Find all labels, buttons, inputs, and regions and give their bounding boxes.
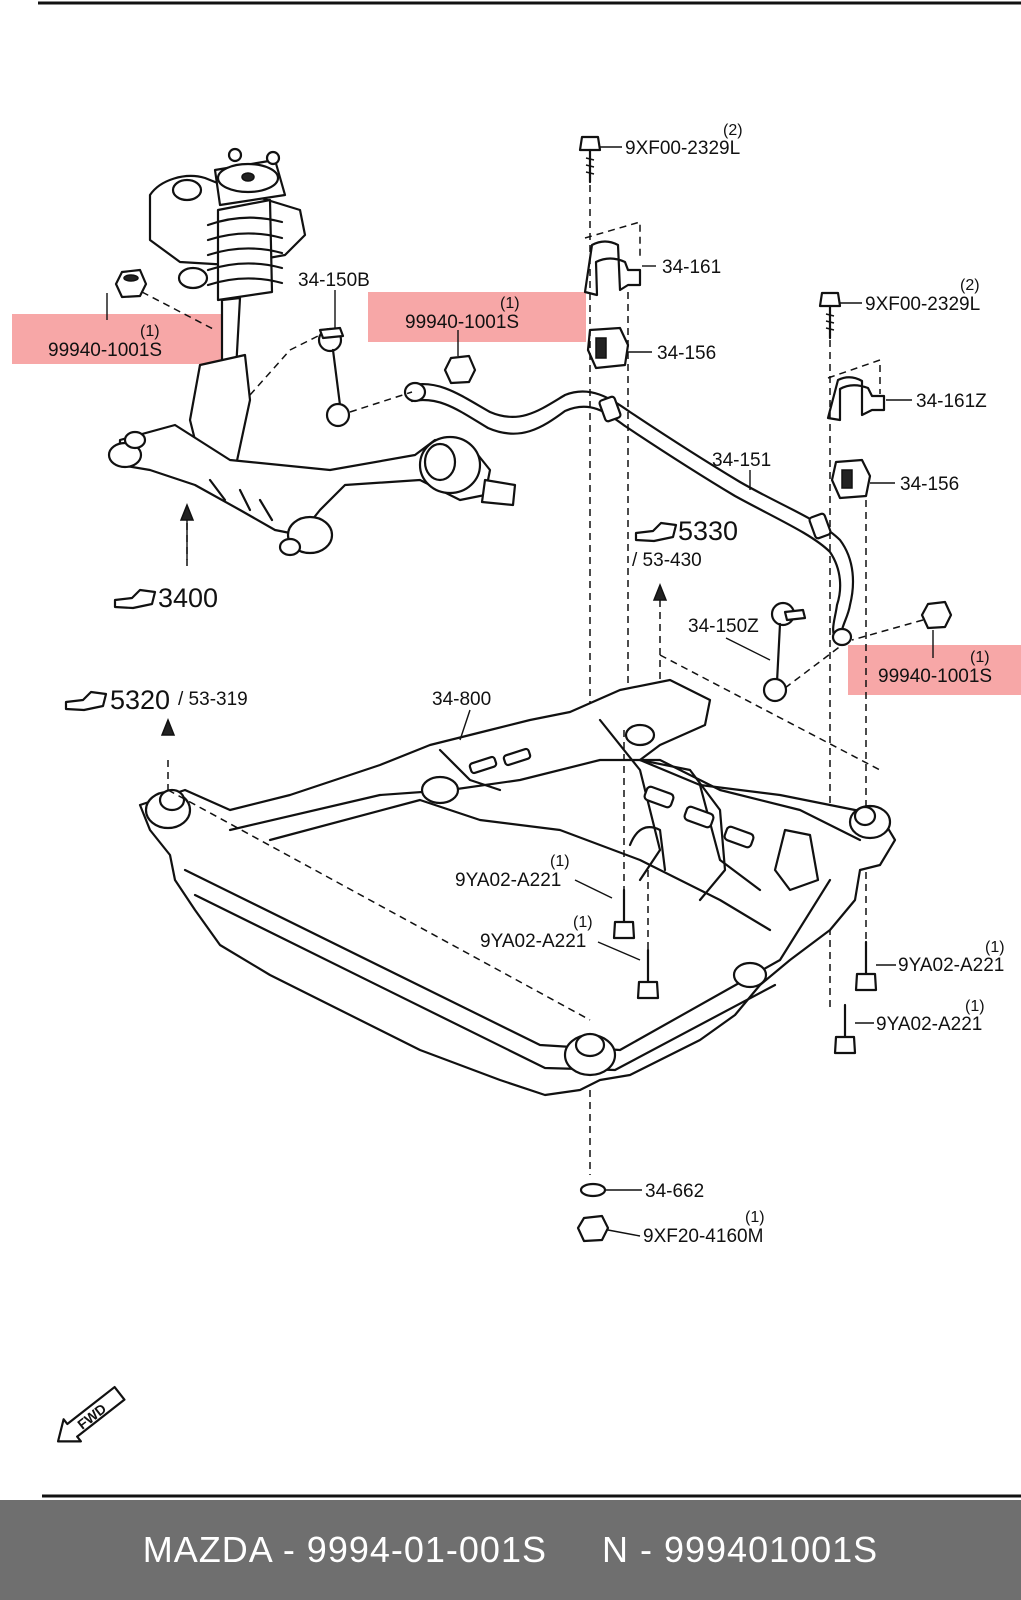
dash-front-left bbox=[167, 789, 591, 1021]
qty-bolt-a221-3: (1) bbox=[985, 939, 1005, 956]
bolt-a221-4-icon bbox=[833, 1003, 857, 1055]
nut-bottom-icon bbox=[576, 1214, 610, 1243]
bracket-right-icon bbox=[826, 376, 886, 422]
leader-bolt-a221-2 bbox=[597, 941, 641, 961]
pointing-hand-icon bbox=[64, 690, 108, 712]
arrow-5320-head bbox=[160, 717, 176, 736]
ref-5330-label: 5330 bbox=[678, 516, 738, 546]
qty-nut-center: (1) bbox=[500, 295, 520, 312]
dash-nut-right bbox=[851, 619, 924, 641]
dash-link-right bbox=[784, 644, 843, 689]
dash-link-left-c bbox=[349, 391, 413, 413]
washer-icon bbox=[579, 1182, 607, 1198]
highlight-nut-right bbox=[848, 645, 1021, 695]
nut-center-icon bbox=[443, 354, 477, 385]
label-nut-left: 99940-1001S bbox=[48, 340, 162, 361]
label-nut-right: 99940-1001S bbox=[878, 666, 992, 687]
qty-nut-right: (1) bbox=[970, 649, 990, 666]
strut-assembly bbox=[148, 147, 307, 482]
label-stabilizer: 34-151 bbox=[712, 450, 771, 471]
bolt-a221-3-icon bbox=[854, 940, 878, 992]
label-bracket-center: 34-161 bbox=[662, 257, 721, 278]
ref-3400-label: 3400 bbox=[158, 583, 218, 613]
footer-bar: MAZDA - 9994-01-001S N - 999401001S bbox=[0, 1500, 1021, 1600]
qty-nut-left: (1) bbox=[140, 323, 160, 340]
dash-link-left-b bbox=[289, 334, 321, 351]
stabilizer-bar bbox=[403, 381, 855, 647]
ref-5330[interactable]: 5330 / 53-430 bbox=[632, 516, 738, 571]
arrow-5330-head bbox=[652, 582, 668, 601]
bolt-a221-1-icon bbox=[612, 888, 636, 940]
label-nut-bottom: 9XF20-4160M bbox=[643, 1226, 763, 1247]
stabilizer-link-left bbox=[317, 326, 351, 428]
stabilizer-link-right bbox=[762, 601, 807, 703]
label-washer: 34-662 bbox=[645, 1181, 704, 1202]
parts-diagram: (2) 9XF00-2329L 34-161 34-156 (2) 9XF00-… bbox=[12, 1, 1021, 1498]
dash-bracket-right bbox=[827, 358, 881, 394]
bolt-center-icon bbox=[578, 135, 602, 184]
qty-bolt-a221-2: (1) bbox=[573, 914, 593, 931]
label-bracket-right: 34-161Z bbox=[916, 391, 987, 412]
highlight-nut-left bbox=[12, 314, 224, 364]
crossmember bbox=[138, 678, 897, 1097]
lower-arm bbox=[107, 423, 517, 557]
label-crossmember: 34-800 bbox=[432, 689, 491, 710]
label-bolt-a221-2: 9YA02-A221 bbox=[480, 931, 586, 952]
label-bolt-a221-3: 9YA02-A221 bbox=[898, 955, 1004, 976]
dash-5330-b bbox=[659, 654, 881, 771]
leader-bolt-a221-1 bbox=[574, 879, 613, 899]
bolt-a221-2-icon bbox=[636, 948, 660, 1000]
ref-5320-sub: / 53-319 bbox=[178, 689, 248, 710]
nut-right-icon bbox=[920, 600, 953, 630]
dash-nut-left bbox=[141, 291, 216, 331]
fwd-label: FWD bbox=[74, 1400, 109, 1432]
label-bushing-center: 34-156 bbox=[657, 343, 716, 364]
label-bolt-a221-1: 9YA02-A221 bbox=[455, 870, 561, 891]
bracket-center-icon bbox=[583, 240, 642, 297]
pointing-hand-icon bbox=[634, 521, 678, 543]
qty-bolt-top-right: (2) bbox=[960, 277, 980, 294]
bushing-center-icon bbox=[586, 326, 630, 370]
leader-crossmember bbox=[459, 709, 471, 741]
ref-5320[interactable]: 5320 / 53-319 bbox=[64, 685, 248, 715]
leader-link-right bbox=[725, 637, 771, 661]
label-bolt-top-right: 9XF00-2329L bbox=[865, 294, 980, 315]
dash-link-left-a bbox=[249, 349, 291, 396]
bushing-right-icon bbox=[830, 458, 872, 500]
footer-text: MAZDA - 9994-01-001S N - 999401001S bbox=[142, 1529, 879, 1570]
pointing-hand-icon bbox=[113, 588, 157, 610]
ref-3400[interactable]: 3400 bbox=[113, 583, 218, 613]
arrow-3400-head bbox=[179, 502, 195, 521]
label-nut-center: 99940-1001S bbox=[405, 312, 519, 333]
ref-5330-sub: / 53-430 bbox=[632, 550, 702, 571]
fwd-arrow-icon: FWD bbox=[56, 1385, 126, 1443]
qty-nut-bottom: (1) bbox=[745, 1209, 765, 1226]
label-bushing-right: 34-156 bbox=[900, 474, 959, 495]
bolt-right-icon bbox=[818, 291, 842, 340]
label-link-right: 34-150Z bbox=[688, 616, 759, 637]
qty-bolt-a221-1: (1) bbox=[550, 853, 570, 870]
leader-nut-bottom bbox=[607, 1229, 641, 1237]
qty-bolt-a221-4: (1) bbox=[965, 998, 985, 1015]
label-link-left: 34-150B bbox=[298, 270, 370, 291]
ref-5320-label: 5320 bbox=[110, 685, 170, 715]
label-bolt-top-center: 9XF00-2329L bbox=[625, 138, 740, 159]
nut-left-icon bbox=[114, 268, 148, 299]
label-bolt-a221-4: 9YA02-A221 bbox=[876, 1014, 982, 1035]
highlight-nut-center bbox=[368, 292, 586, 342]
qty-bolt-top-center: (2) bbox=[723, 122, 743, 139]
